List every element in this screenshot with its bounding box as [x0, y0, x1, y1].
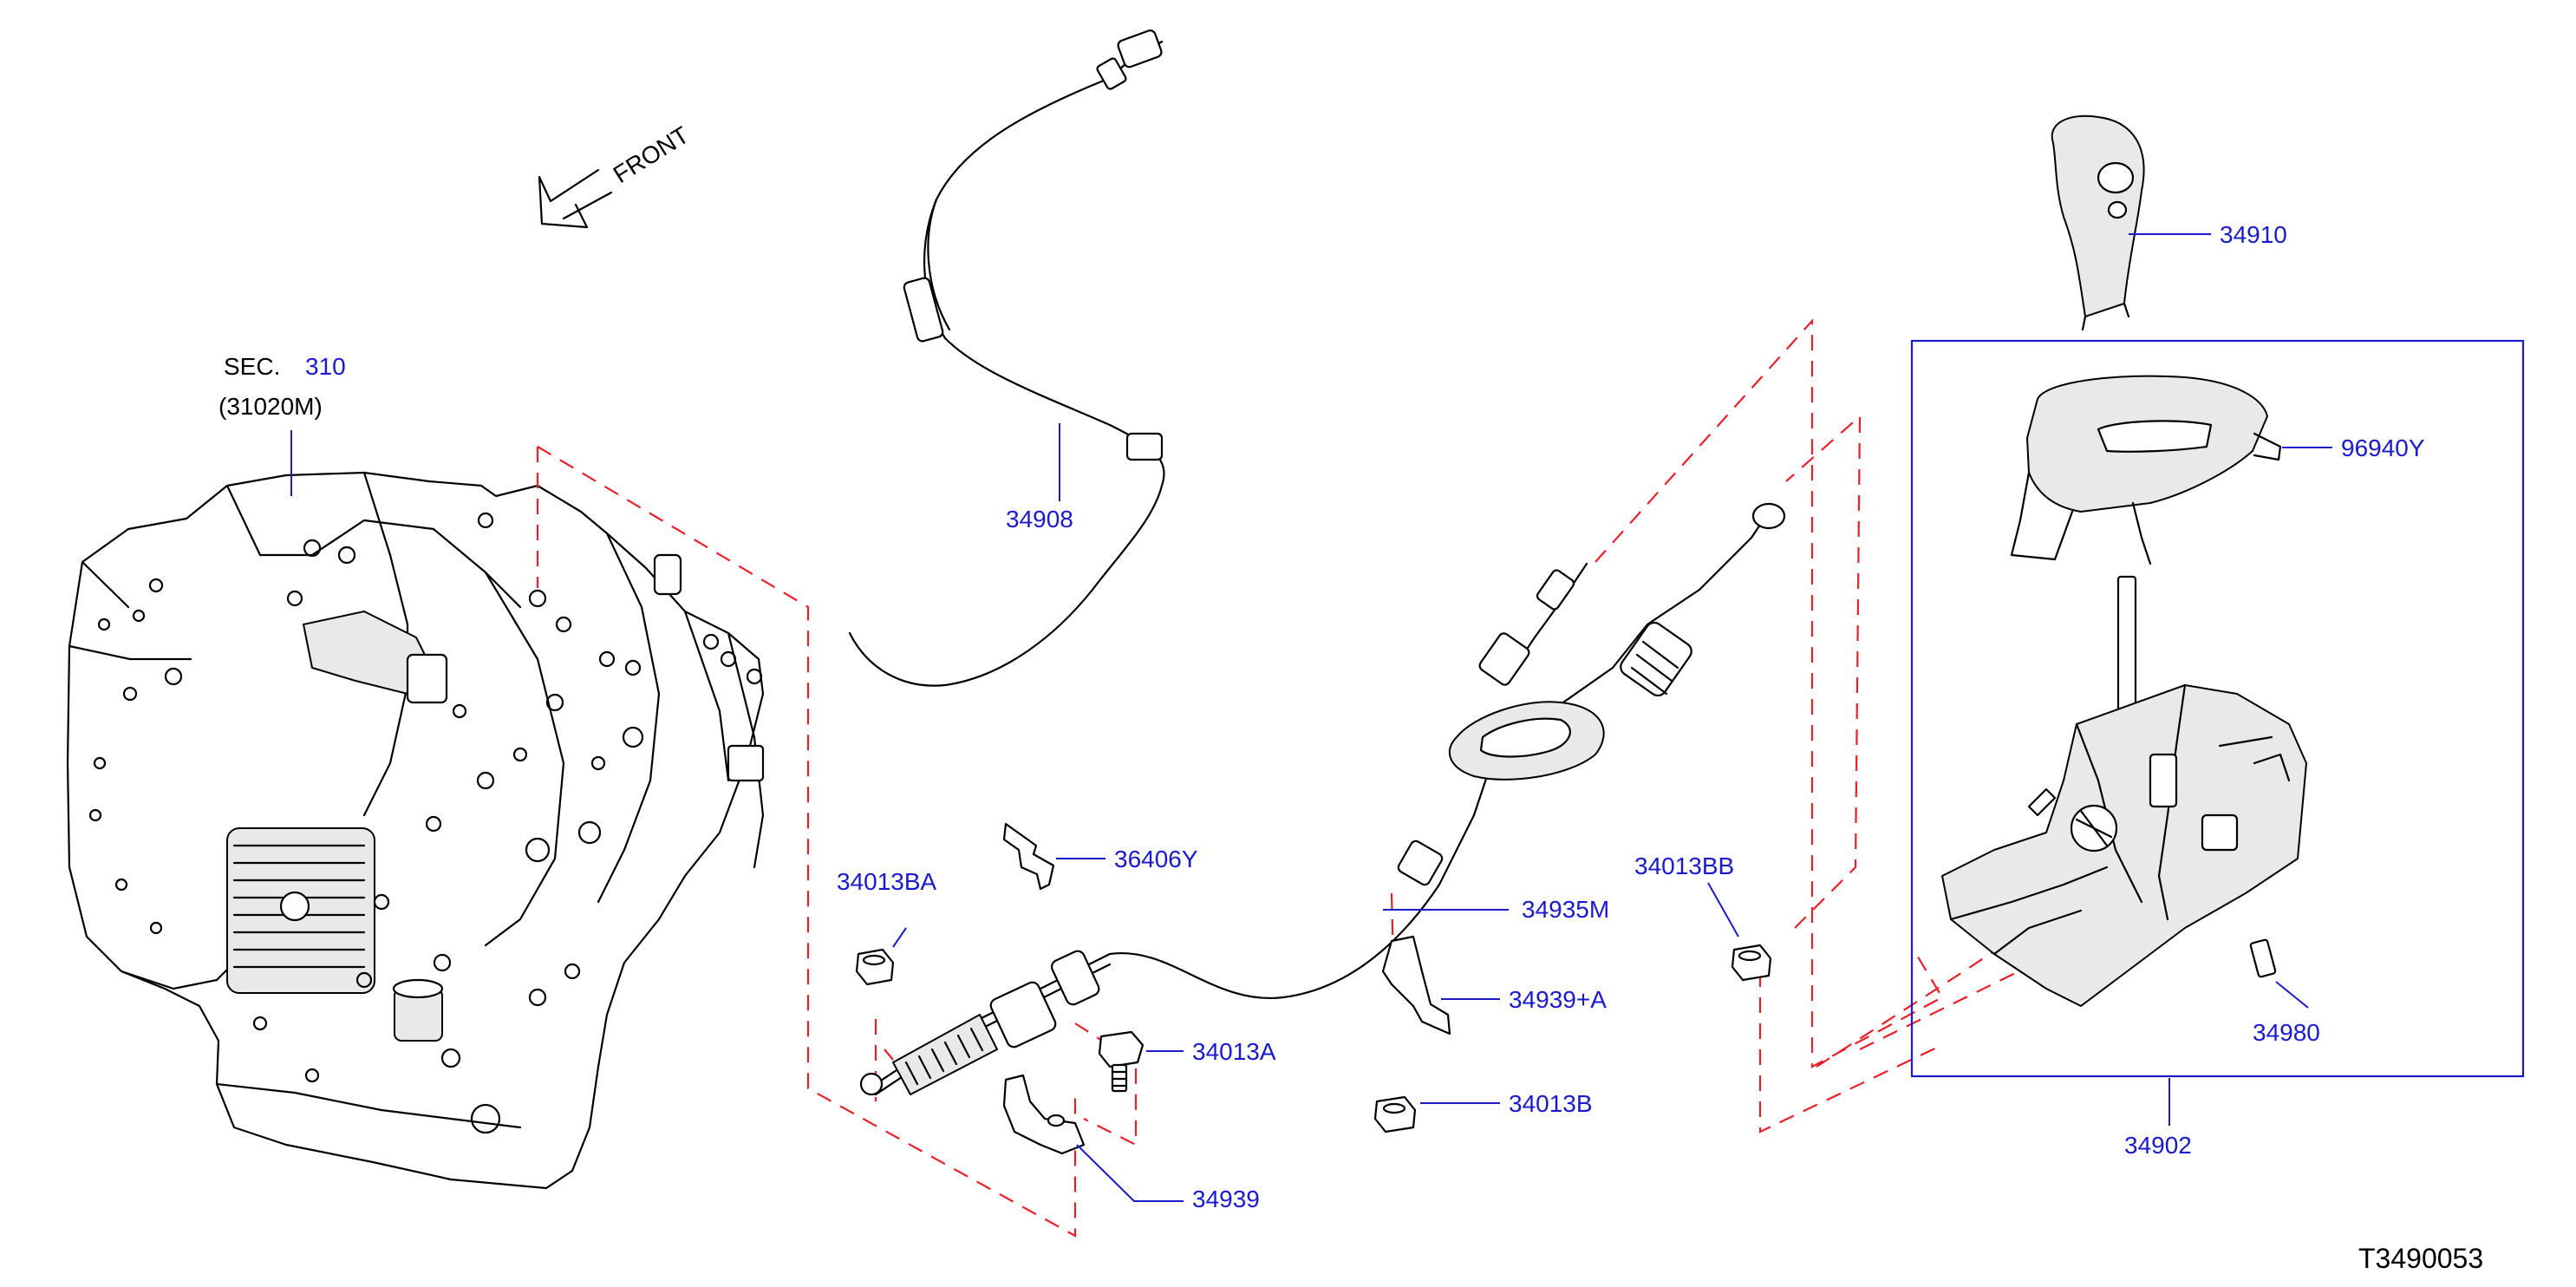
part-34013bb[interactable]: 34013BB — [1634, 853, 1734, 879]
section-prefix: SEC. — [224, 353, 280, 380]
part-34013ba[interactable]: 34013BA — [837, 868, 937, 895]
leader-34013ba — [892, 927, 907, 948]
part-34910[interactable]: 34910 — [2220, 221, 2287, 248]
part-34939a[interactable]: 34939+A — [1509, 986, 1607, 1013]
front-label: FRONT — [609, 121, 694, 188]
shifter-base-drawing — [1941, 575, 2307, 1007]
part-36406y[interactable]: 36406Y — [1114, 846, 1198, 872]
part-34902[interactable]: 34902 — [2124, 1132, 2192, 1159]
nut-34013bb-drawing — [1731, 944, 1772, 982]
diagram-id: T3490053 — [2358, 1243, 2483, 1274]
section-link-310[interactable]: 310 — [305, 353, 346, 380]
assembly-guide-lines — [536, 318, 2090, 1238]
nut-34013b-drawing — [1373, 1095, 1417, 1133]
shift-knob-drawing — [2051, 114, 2145, 331]
bolt-34013a-drawing — [1098, 1030, 1145, 1093]
pin-34980-drawing — [2249, 938, 2277, 978]
section-code: (31020M) — [218, 393, 323, 420]
leader-34980 — [2275, 981, 2309, 1009]
part-34013b[interactable]: 34013B — [1509, 1090, 1593, 1117]
part-34939[interactable]: 34939 — [1192, 1186, 1260, 1212]
part-34935m[interactable]: 34935M — [1522, 896, 1609, 923]
part-34013a[interactable]: 34013A — [1192, 1038, 1276, 1065]
part-34908[interactable]: 34908 — [1006, 506, 1073, 532]
part-34980[interactable]: 34980 — [2253, 1019, 2320, 1046]
leader-34939 — [1076, 1144, 1184, 1202]
bracket-34939-drawing — [1002, 1074, 1086, 1155]
assembly-box-34902 — [1910, 339, 2525, 1078]
indicator-96940y-drawing — [2010, 375, 2282, 565]
part-96940y[interactable]: 96940Y — [2341, 434, 2425, 461]
leader-34013bb — [1707, 882, 1739, 937]
bracket-34939a-drawing — [1381, 935, 1451, 1035]
cable-34935m-drawing — [859, 502, 1786, 1096]
front-arrow-icon — [538, 168, 613, 229]
cable-34908-drawing — [848, 29, 1588, 687]
nut-34013ba-drawing — [855, 948, 895, 986]
clip-36406y-drawing — [1002, 822, 1055, 891]
transmission-assembly — [66, 471, 765, 1190]
